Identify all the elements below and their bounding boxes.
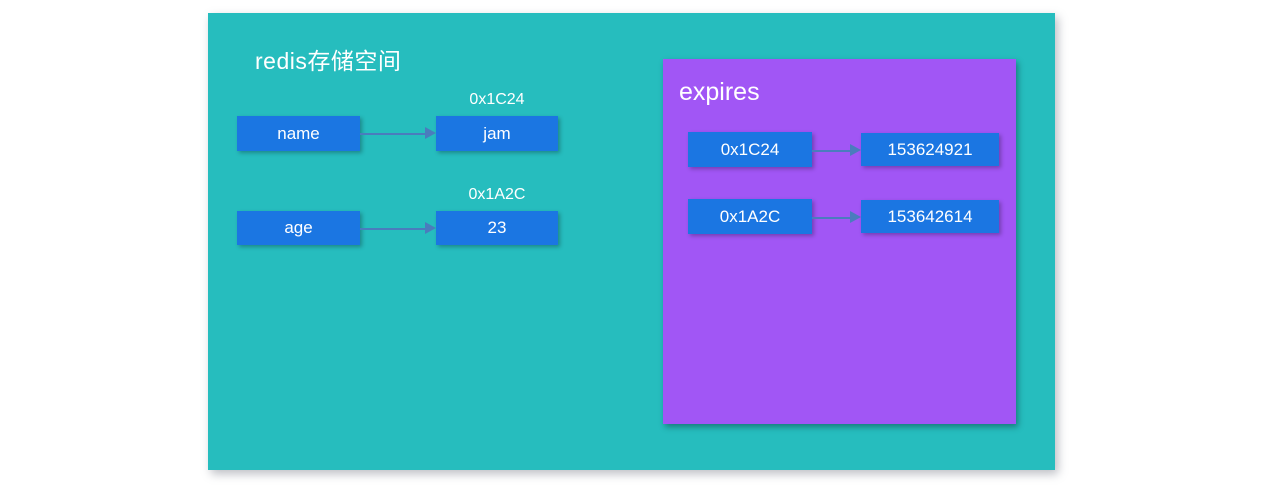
arrow-connector bbox=[812, 211, 861, 224]
expires-timestamp-box: 153642614 bbox=[861, 200, 999, 233]
arrow-line bbox=[360, 132, 427, 135]
expires-address-box: 0x1C24 bbox=[688, 132, 812, 167]
arrow-line bbox=[360, 227, 427, 230]
expires-title: expires bbox=[679, 78, 760, 106]
redis-storage-panel: redis存储空间 name 0x1C24 jam age 0x1A2C 23 … bbox=[208, 13, 1055, 470]
arrow-line bbox=[812, 216, 852, 219]
expires-panel: expires 0x1C24 153624921 0x1A2C 15364261… bbox=[663, 59, 1016, 424]
address-label: 0x1A2C bbox=[468, 186, 526, 203]
arrow-right-icon bbox=[425, 222, 436, 234]
arrow-line bbox=[812, 149, 852, 152]
arrow-connector bbox=[360, 222, 436, 235]
arrow-connector bbox=[812, 144, 861, 157]
address-label: 0x1C24 bbox=[469, 91, 525, 108]
expires-timestamp-box: 153624921 bbox=[861, 133, 999, 166]
arrow-right-icon bbox=[850, 211, 861, 223]
redis-storage-title: redis存储空间 bbox=[255, 48, 402, 74]
key-box-name: name bbox=[237, 116, 360, 151]
arrow-right-icon bbox=[850, 144, 861, 156]
arrow-connector bbox=[360, 127, 436, 140]
value-box-23: 23 bbox=[436, 211, 558, 245]
arrow-right-icon bbox=[425, 127, 436, 139]
key-box-age: age bbox=[237, 211, 360, 245]
expires-address-box: 0x1A2C bbox=[688, 199, 812, 234]
value-box-jam: jam bbox=[436, 116, 558, 151]
